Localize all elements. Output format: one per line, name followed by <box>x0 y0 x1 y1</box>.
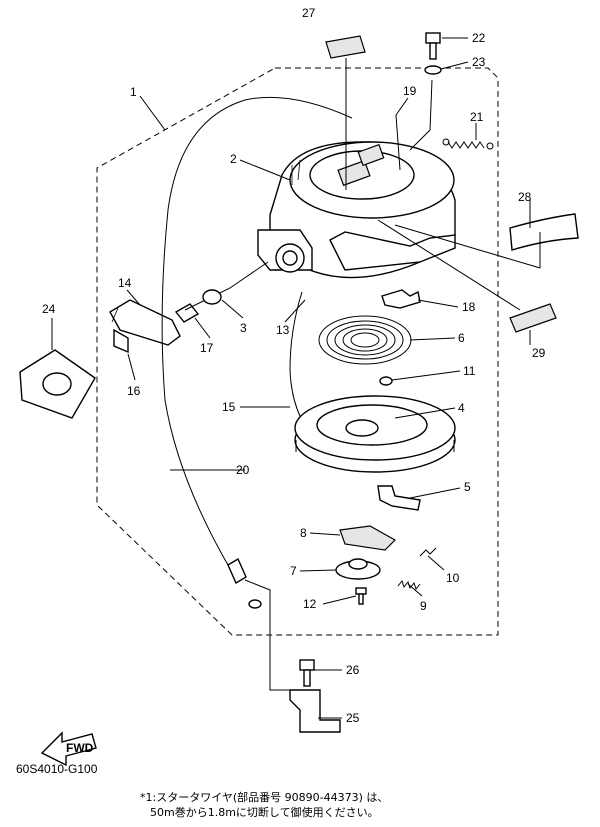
footnote-line-2: 50m巻から1.8mに切断して御使用ください。 <box>150 806 379 819</box>
plate-24 <box>19 349 96 419</box>
footnote-line-1: *1:スタータワイヤ(部品番号 90890-44373) は、 <box>140 791 389 804</box>
callout-14: 14 <box>118 276 132 290</box>
callout-17: 17 <box>200 341 214 355</box>
callout-18: 18 <box>462 300 476 314</box>
callout-9: 9 <box>420 599 427 613</box>
callout-10: 10 <box>446 571 460 585</box>
starter-housing <box>257 141 456 279</box>
callout-12: 12 <box>303 597 317 611</box>
callout-24: 24 <box>42 302 56 316</box>
callout-28: 28 <box>518 190 532 204</box>
fwd-label: FWD <box>66 741 94 755</box>
callout-19: 19 <box>403 84 417 98</box>
drive-plate-8 <box>339 525 396 551</box>
callout-16: 16 <box>127 384 141 398</box>
pulley-4 <box>294 395 456 473</box>
callout-15: 15 <box>222 400 236 414</box>
pawl-5 <box>377 485 421 511</box>
callout-8: 8 <box>300 526 307 540</box>
cable-3 <box>184 261 269 311</box>
callout-6: 6 <box>458 331 465 345</box>
bracket-18 <box>381 289 421 309</box>
callout-4: 4 <box>458 401 465 415</box>
bracket-25 <box>289 689 341 733</box>
fwd-arrow: FWD <box>40 731 97 767</box>
grommet-17 <box>174 303 200 323</box>
starter-handle-14 <box>109 299 181 354</box>
callout-20: 20 <box>236 463 250 477</box>
label-29 <box>509 303 557 333</box>
washer-23 <box>424 65 442 75</box>
spring-21 <box>447 141 485 149</box>
spiral-spring-6 <box>318 315 412 365</box>
plate-7 <box>335 558 381 580</box>
callout-29: 29 <box>532 346 546 360</box>
callout-26: 26 <box>346 663 360 677</box>
leader-lines <box>51 37 541 719</box>
starter-wire-1 <box>161 96 353 573</box>
callout-21: 21 <box>470 110 484 124</box>
bolt-26 <box>299 659 315 687</box>
callout-13: 13 <box>276 323 290 337</box>
spring-10 <box>419 547 437 557</box>
callout-1: 1 <box>130 85 137 99</box>
footnote: *1:スタータワイヤ(部品番号 90890-44373) は、 50m巻から1.… <box>140 790 580 820</box>
callout-27: 27 <box>302 6 316 20</box>
drawing-code: 60S4010-G100 <box>16 762 98 776</box>
callout-2: 2 <box>230 152 237 166</box>
label-27 <box>325 35 366 59</box>
callout-5: 5 <box>464 480 471 494</box>
assembly-boundary <box>96 67 499 636</box>
callout-11: 11 <box>463 364 476 378</box>
callout-22: 22 <box>472 31 486 45</box>
bolt-22 <box>425 32 441 60</box>
callout-25: 25 <box>346 711 360 725</box>
clip-11 <box>379 376 393 386</box>
callout-7: 7 <box>290 564 297 578</box>
callout-3: 3 <box>240 321 247 335</box>
callout-labels: 1 2 3 4 5 6 7 8 9 10 11 12 13 14 15 16 1… <box>42 6 546 725</box>
bolt-12 <box>355 587 367 605</box>
label-28 <box>509 213 579 251</box>
callout-23: 23 <box>472 55 486 69</box>
